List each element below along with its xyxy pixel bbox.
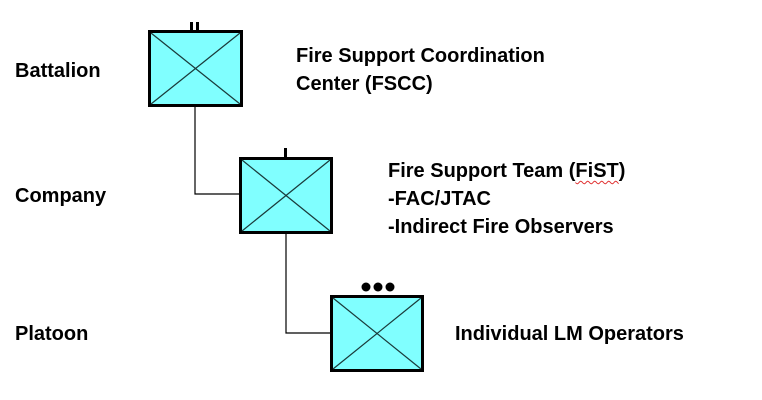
fist-title-suffix: ) <box>618 160 626 182</box>
platoon-echelon-dot-2 <box>373 282 383 292</box>
company-cross-line-2 <box>241 159 331 232</box>
platoon-cross-line-2 <box>332 297 422 370</box>
battalion-description-line-2: Center (FSCC) <box>296 73 433 95</box>
company-description-line-2: -FAC/JTAC <box>388 188 491 210</box>
level-label-battalion: Battalion <box>15 60 101 82</box>
connector-battalion-company <box>194 106 240 195</box>
company-echelon-bar <box>284 148 287 157</box>
platoon-unit-symbol <box>330 282 424 372</box>
battalion-echelon-bar-right <box>196 22 199 30</box>
fist-spellcheck-word: FiST <box>575 160 619 182</box>
fist-title-prefix: Fire Support Team ( <box>388 160 576 182</box>
battalion-echelon-bar-left <box>190 22 193 30</box>
level-label-company: Company <box>15 185 107 207</box>
battalion-description: Fire Support Coordination Center (FSCC) <box>296 42 545 98</box>
level-label-platoon: Platoon <box>15 323 89 345</box>
company-description-line-1: Fire Support Team (FiST) <box>388 157 625 185</box>
company-unit-symbol <box>239 148 333 234</box>
platoon-echelon-dot-1 <box>361 282 371 292</box>
battalion-description-line-1: Fire Support Coordination <box>296 45 545 67</box>
connector-company-platoon <box>285 233 331 334</box>
platoon-echelon-dot-3 <box>385 282 395 292</box>
battalion-cross-line-2 <box>150 32 241 105</box>
battalion-unit-symbol <box>148 22 243 107</box>
platoon-description: Individual LM Operators <box>455 320 684 348</box>
company-description: Fire Support Team (FiST) -FAC/JTAC -Indi… <box>388 157 625 241</box>
platoon-description-line-1: Individual LM Operators <box>455 323 684 345</box>
company-description-line-3: -Indirect Fire Observers <box>388 216 614 238</box>
